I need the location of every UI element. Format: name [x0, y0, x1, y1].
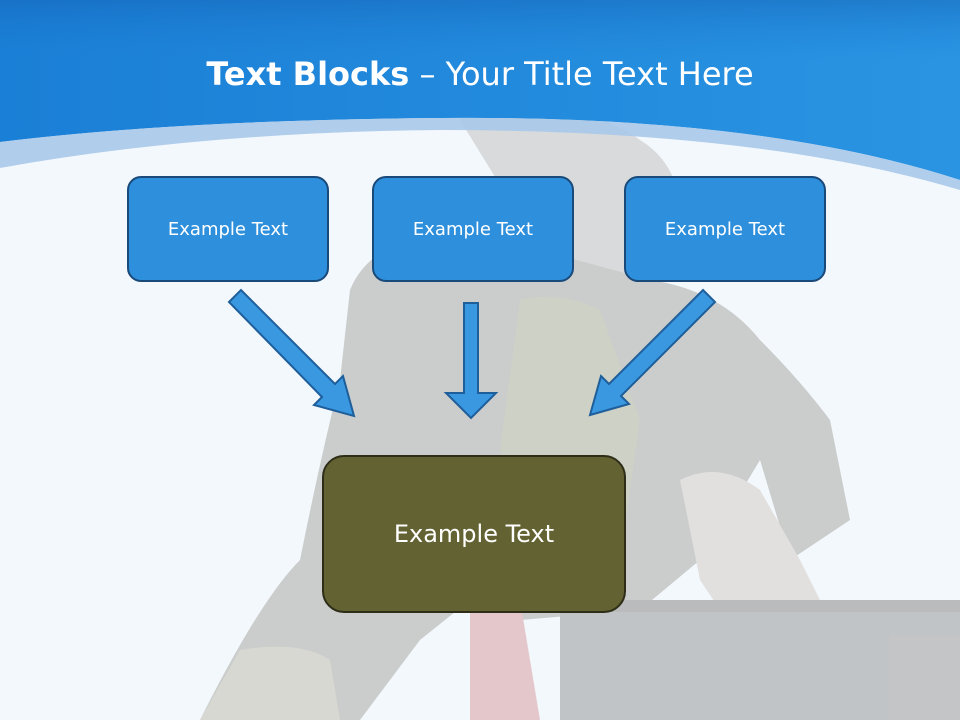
text-block-right-label: Example Text — [664, 218, 786, 240]
header-swoosh — [0, 117, 960, 190]
text-block-bottom-label: Example Text — [393, 520, 555, 548]
title-rest-text: Your Title Text Here — [445, 55, 754, 93]
title-bold-text: Text Blocks — [206, 55, 410, 93]
text-block-bottom[interactable]: Example Text — [322, 455, 626, 613]
text-block-right[interactable]: Example Text — [624, 176, 826, 282]
title-separator: – — [409, 55, 446, 93]
text-block-left-label: Example Text — [167, 218, 289, 240]
slide-title: Text Blocks – Your Title Text Here — [0, 52, 960, 96]
text-block-left[interactable]: Example Text — [127, 176, 329, 282]
text-block-center-label: Example Text — [412, 218, 534, 240]
text-block-center[interactable]: Example Text — [372, 176, 574, 282]
